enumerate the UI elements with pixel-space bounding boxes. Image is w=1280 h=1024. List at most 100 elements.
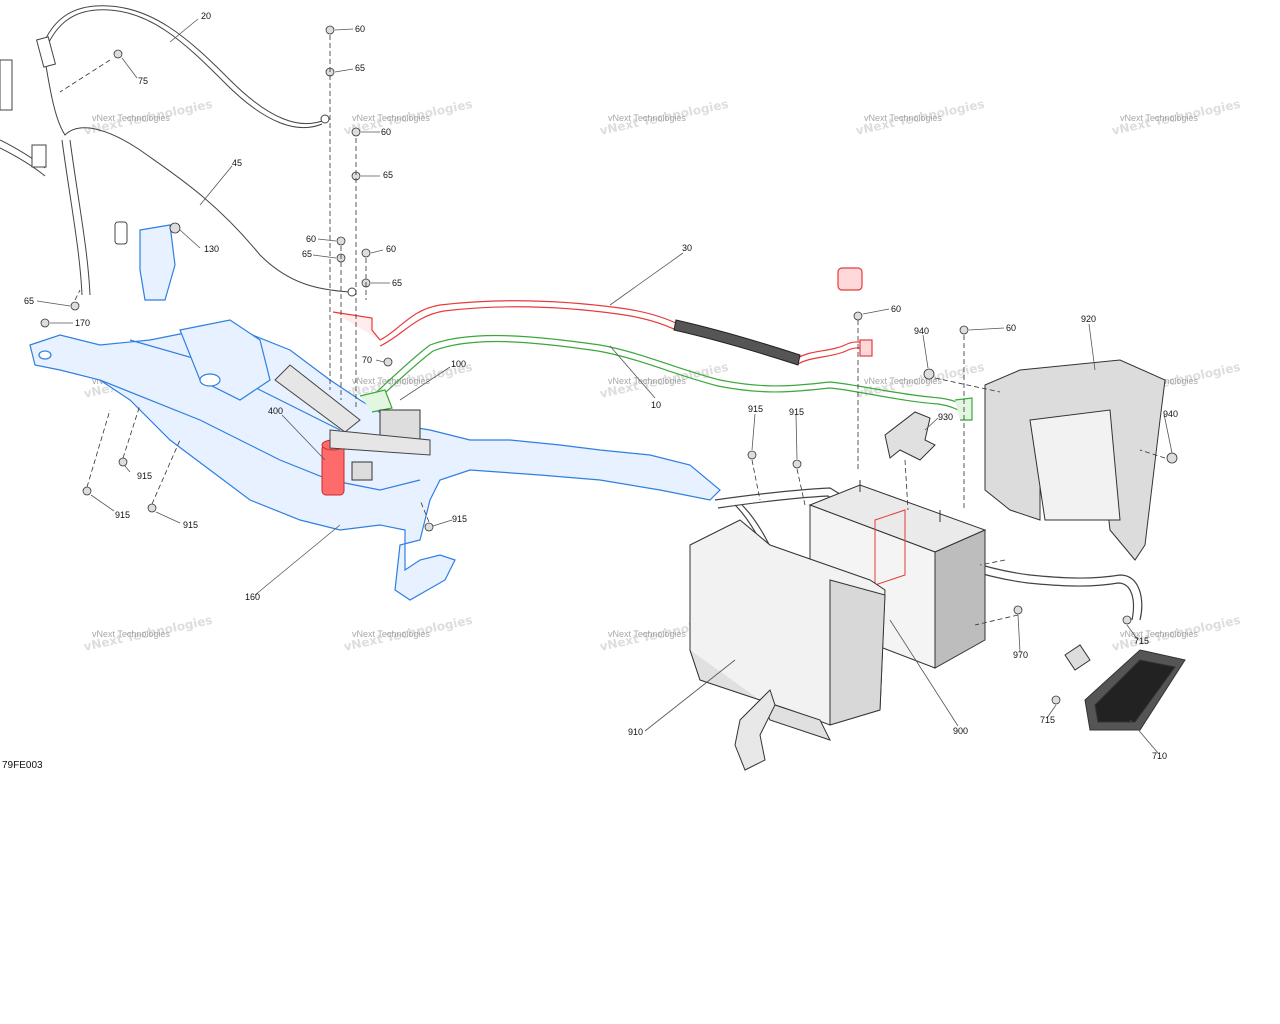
watermark: vNext Technologies xyxy=(352,376,430,386)
assembly-line xyxy=(419,499,430,523)
callout-label: 940 xyxy=(1163,409,1178,419)
frame-hole xyxy=(199,373,221,387)
light-710 xyxy=(1064,644,1186,731)
bolt-icon xyxy=(383,357,393,367)
callout-label: 970 xyxy=(1013,650,1028,660)
leader-lines xyxy=(36,18,1173,754)
bolt-icon xyxy=(351,127,361,137)
leader xyxy=(334,28,354,31)
assembly-line xyxy=(904,459,909,511)
tray-side xyxy=(829,579,886,726)
callout-label: 715 xyxy=(1040,715,1055,725)
watermark: vNext Technologies xyxy=(1120,113,1198,123)
connector-left xyxy=(0,59,13,111)
watermark: vNext Technologies xyxy=(608,376,686,386)
cable-30-line xyxy=(379,300,681,341)
cable-10-line xyxy=(369,334,971,411)
callout-label: 20 xyxy=(201,11,211,21)
watermark: vNext Technologies xyxy=(1120,629,1198,639)
assembly-line xyxy=(974,614,1019,626)
callout-label: 70 xyxy=(362,355,372,365)
callout-label: 130 xyxy=(204,244,219,254)
conduit xyxy=(673,319,801,366)
harness-20-lower xyxy=(44,59,351,293)
callout-label: 65 xyxy=(24,296,34,306)
cover-inner xyxy=(1029,409,1121,521)
clip-icon xyxy=(169,222,181,234)
bolt-icon xyxy=(361,248,371,258)
tube xyxy=(329,429,431,456)
screw-icon xyxy=(424,522,434,532)
strap xyxy=(884,411,936,461)
cable-end-20 xyxy=(35,36,57,68)
ring-terminal xyxy=(347,287,357,297)
leader xyxy=(609,252,684,306)
tube-group xyxy=(274,364,431,456)
watermark: vNext Technologies xyxy=(92,113,170,123)
leader xyxy=(644,659,736,732)
assembly-line xyxy=(979,559,1006,566)
fasteners xyxy=(40,25,1178,705)
watermark: vNext Technologies xyxy=(864,113,942,123)
leader xyxy=(370,249,384,254)
harness-20 xyxy=(44,5,326,125)
leader xyxy=(862,308,890,315)
callout-label: 710 xyxy=(1152,751,1167,761)
assembly-line xyxy=(59,59,111,93)
battery-strap xyxy=(874,509,906,586)
leader xyxy=(609,345,656,399)
leader xyxy=(1017,614,1021,653)
callout-label: 60 xyxy=(381,127,391,137)
bolt-icon xyxy=(853,311,863,321)
assembly-line xyxy=(122,404,141,459)
callout-label: 900 xyxy=(953,726,968,736)
leader xyxy=(968,327,1005,331)
leader xyxy=(795,414,798,460)
light-bracket xyxy=(1064,644,1091,671)
callout-label: 715 xyxy=(1134,636,1149,646)
callout-label: 60 xyxy=(1006,323,1016,333)
leader xyxy=(375,359,385,363)
relay-box xyxy=(351,409,421,481)
leader xyxy=(399,366,451,401)
callout-label: 75 xyxy=(138,76,148,86)
callout-label: 915 xyxy=(115,510,130,520)
callout-label: 160 xyxy=(245,592,260,602)
frame-160 xyxy=(29,224,721,601)
leader xyxy=(199,165,233,206)
leader xyxy=(169,18,199,43)
cable-30-end xyxy=(797,347,869,365)
screw-icon xyxy=(747,450,757,460)
cable-10-line xyxy=(372,340,967,417)
callout-label: 915 xyxy=(137,471,152,481)
leader xyxy=(155,511,181,524)
battery-side xyxy=(934,529,986,669)
bolt-icon xyxy=(1051,695,1061,705)
tray-front xyxy=(689,649,831,741)
callout-label: 915 xyxy=(748,404,763,414)
leader xyxy=(432,519,453,527)
screw-icon xyxy=(792,459,802,469)
watermark: vNext Technologies xyxy=(92,629,170,639)
conduit-sleeve xyxy=(673,319,801,366)
cable-10-negative xyxy=(359,334,973,421)
assembly-line xyxy=(1139,449,1166,459)
solenoid-body xyxy=(321,444,345,496)
assembly-line xyxy=(151,439,181,505)
watermark: vNext Technologies xyxy=(352,113,430,123)
callout-labels: 20 75 60 65 60 65 45 130 60 65 60 65 65 … xyxy=(24,11,1178,761)
callout-label: 915 xyxy=(789,407,804,417)
callout-label: 10 xyxy=(651,400,661,410)
bolt-icon xyxy=(959,325,969,335)
callout-label: 100 xyxy=(451,359,466,369)
assembly-line xyxy=(74,289,81,301)
tray-bracket xyxy=(734,689,776,771)
watermark: vNext Technologies xyxy=(352,629,430,639)
callout-label: 65 xyxy=(392,278,402,288)
bolt-icon xyxy=(40,318,50,328)
callout-label: 60 xyxy=(386,244,396,254)
leader xyxy=(281,414,326,461)
bolt-icon xyxy=(1013,605,1023,615)
assembly-line xyxy=(796,468,806,506)
